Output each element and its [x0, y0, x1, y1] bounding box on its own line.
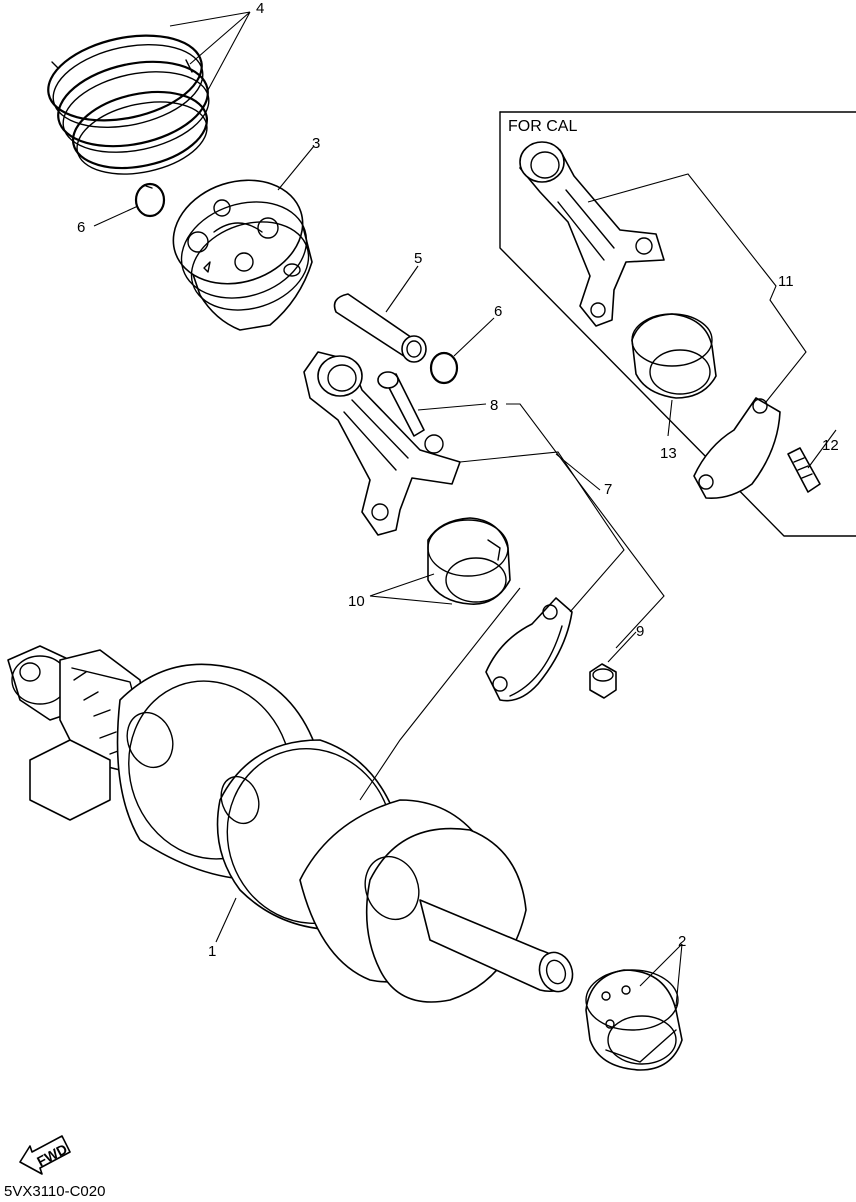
circlip-lower — [429, 351, 459, 385]
fwd-arrow-icon — [19, 1135, 71, 1175]
connecting-rod — [303, 351, 461, 536]
drawing-code: 5VX3110-C020 — [4, 1183, 106, 1200]
rod-nut — [589, 663, 617, 699]
callout-4: 4 — [256, 0, 264, 17]
piston-rings — [47, 34, 210, 175]
callout-9: 9 — [636, 623, 644, 640]
main-bearing — [585, 969, 683, 1071]
rod-cap — [485, 597, 573, 702]
callout-11: 11 — [778, 273, 794, 290]
circlip-upper — [134, 182, 166, 218]
callout-2: 2 — [678, 933, 686, 950]
rod-bolt-cal — [787, 447, 821, 493]
fwd-badge: FWD — [19, 1135, 71, 1175]
callout-5: 5 — [414, 250, 422, 267]
callout-6-upper: 6 — [77, 219, 85, 236]
variant-box: FOR CAL — [499, 111, 856, 537]
callout-7: 7 — [604, 481, 612, 498]
callout-6-lower: 6 — [494, 303, 502, 320]
big-end-bearings-cal — [631, 313, 717, 399]
leader-lines — [93, 11, 837, 1007]
big-end-bearings — [427, 517, 511, 605]
piston-pin — [333, 293, 427, 363]
callout-3: 3 — [312, 135, 320, 152]
callout-13: 13 — [660, 445, 677, 462]
callouts: 4 3 6 5 6 8 7 10 9 11 12 13 1 2 — [77, 0, 839, 960]
crankshaft — [7, 645, 574, 1003]
callout-1: 1 — [208, 943, 216, 960]
rod-cap-cal — [693, 397, 781, 500]
connecting-rod-cal — [519, 141, 665, 327]
piston — [172, 179, 313, 331]
callout-8: 8 — [490, 397, 498, 414]
variant-box-label: FOR CAL — [508, 118, 577, 135]
callout-12: 12 — [822, 437, 839, 454]
callout-10: 10 — [348, 593, 365, 610]
